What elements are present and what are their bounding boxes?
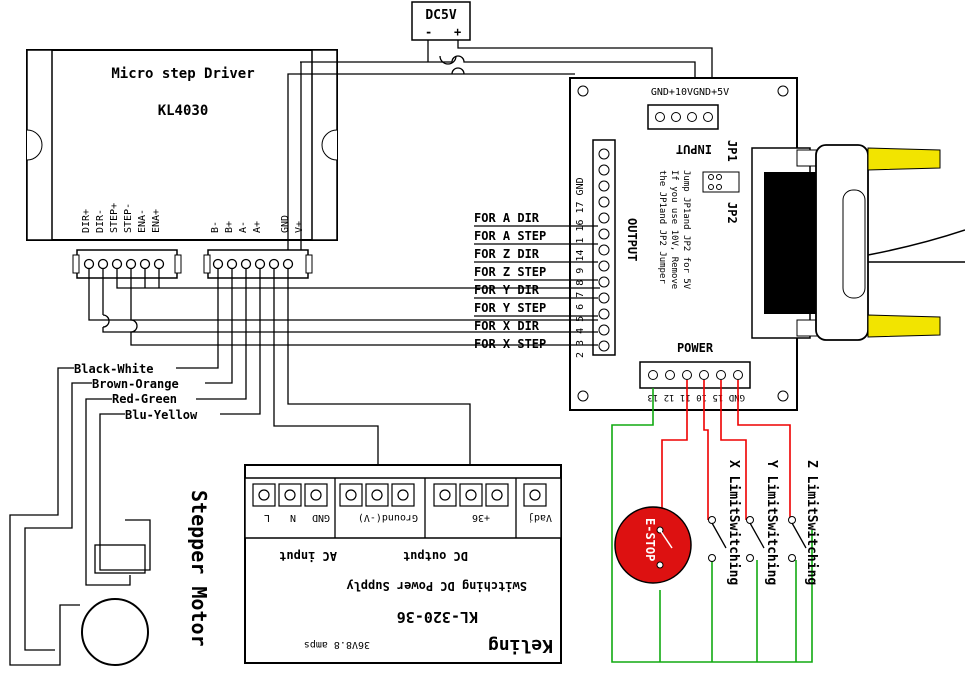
svg-text:Jump JP1and JP2 for 5V: Jump JP1and JP2 for 5V [681,170,691,290]
svg-text:ENA-: ENA- [137,209,148,233]
dc5v-supply: DC5V - + [411,1,471,41]
svg-text:FOR Y STEP: FOR Y STEP [474,301,546,315]
svg-text:A-: A- [238,221,249,233]
input-pins-label: GND+10VGND+5V [651,87,729,98]
psu-brand: Keling [488,635,553,656]
jp2-label: JP2 [725,202,739,224]
svg-text:STEP-: STEP- [123,203,134,233]
signal-lines [88,225,600,346]
ac-input-label: AC input [279,549,337,563]
svg-text:FOR Y DIR: FOR Y DIR [474,283,540,297]
svg-text:Vadj: Vadj [528,512,552,523]
db25-connector [751,144,965,341]
svg-text:FOR X STEP: FOR X STEP [474,337,546,351]
svg-text:+36: +36 [472,512,490,523]
svg-text:-: - [425,25,432,39]
svg-text:Blu-Yellow: Blu-Yellow [125,408,198,422]
svg-text:FOR Z DIR: FOR Z DIR [474,247,540,261]
z-limit-label: Z LimitSwitching [804,460,819,585]
svg-text:B-: B- [210,221,221,233]
jumper-note: Jump JP1and JP2 for 5V If you use 10V, R… [657,170,691,290]
svg-text:GND: GND [312,512,330,523]
driver-left-pin-labels: DIR+ DIR- STEP+ STEP- ENA- ENA+ [81,203,162,233]
dc-output-label: DC output [403,549,468,563]
psu-model: KL-320-36 [397,608,478,626]
input-label: INPUT [676,142,712,156]
svg-text:Red-Green: Red-Green [112,392,177,406]
driver-signal-terminal [72,249,182,279]
svg-text:FOR A DIR: FOR A DIR [474,211,540,225]
svg-text:DIR+: DIR+ [81,209,92,233]
driver-title: Micro step Driver [111,66,254,82]
svg-text:GND: GND [280,215,291,233]
svg-text:V+: V+ [294,221,305,233]
jp1-label: JP1 [725,140,739,162]
y-limit-label: Y LimitSwitching [764,460,779,585]
psu-title: Switching DC Power Supply [346,579,527,593]
output-pins-label: 2 3 4 5 6 7 8 9 14 1 16 17 GND [575,177,586,358]
stepper-motor: Stepper Motor [9,480,211,666]
stepper-label: Stepper Motor [187,490,211,647]
micro-step-driver: Micro step Driver KL4030 DIR+ DIR- STEP+… [26,49,338,279]
driver-model: KL4030 [158,103,209,119]
svg-text:FOR Z STEP: FOR Z STEP [474,265,546,279]
power-pins-label: GND 15 10 11 12 13 [647,392,745,402]
svg-text:B+: B+ [224,221,235,233]
x-limit-label: X LimitSwitching [726,460,741,585]
estop-button [614,506,692,584]
psu-rating: 36V8.8 amps [304,639,370,650]
driver-power-terminal [203,249,313,279]
power-label: POWER [677,341,714,355]
svg-text:Brown-Orange: Brown-Orange [92,377,179,391]
psu-terminal-labels: L N GND Ground(-V) +36 Vadj [264,512,552,523]
svg-text:FOR X DIR: FOR X DIR [474,319,540,333]
svg-text:Black-White: Black-White [74,362,153,376]
svg-text:Ground(-V): Ground(-V) [358,512,418,523]
output-label: OUTPUT [625,218,639,261]
motor-wires [57,269,471,540]
svg-text:N: N [290,512,296,523]
svg-text:+: + [454,25,461,39]
signal-labels: FOR A DIR FOR A STEP FOR Z DIR FOR Z STE… [474,211,546,351]
svg-text:DIR-: DIR- [95,209,106,233]
driver-right-pin-labels: B- B+ A- A+ GND V+ [210,215,305,233]
svg-text:FOR A STEP: FOR A STEP [474,229,546,243]
svg-text:If you use 10V, Remove: If you use 10V, Remove [669,170,679,289]
svg-text:the JP1and JP2 Jumper: the JP1and JP2 Jumper [657,170,667,284]
motor-wire-labels: Black-White Brown-Orange Red-Green Blu-Y… [74,362,198,422]
estop-label: E-STOP [643,518,657,561]
svg-text:A+: A+ [252,221,263,233]
estop-limit-circuit: E-STOP X LimitSwitching Y LimitSwitching… [611,380,819,663]
svg-text:L: L [264,512,270,523]
dc5v-label: DC5V [425,8,456,23]
power-supply: L N GND Ground(-V) +36 Vadj AC input DC … [244,464,562,664]
svg-text:STEP+: STEP+ [109,203,120,233]
svg-text:ENA+: ENA+ [151,209,162,233]
